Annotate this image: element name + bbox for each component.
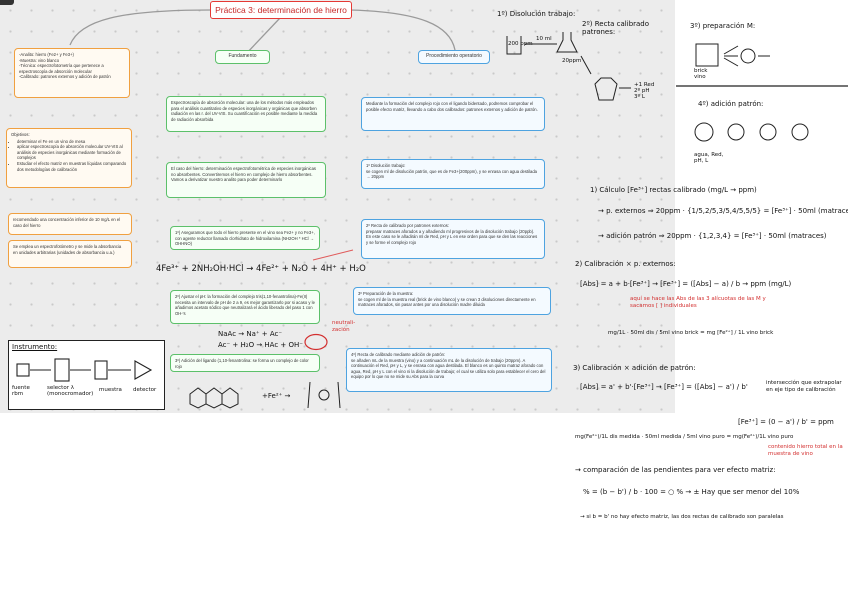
instrumento-label: Instrumento: [12, 343, 57, 351]
analito-line: -Calibrado: patrones externos y adición … [19, 74, 125, 80]
analito-node: -Analito: hierro (Fe2+ y Fe3+) -Muestra:… [14, 48, 130, 98]
brick-vino-label: brick vino [694, 68, 708, 80]
recomendado-node: recomendado una concentración inferior d… [8, 213, 132, 235]
muestra-label: muestra [99, 387, 122, 393]
procedimiento-node-3: 2º Recta de calibrado por patrones exter… [361, 219, 545, 259]
standard-addition-sketch-icon [690, 112, 840, 152]
ppm-20-label: 20ppm [562, 58, 581, 64]
fuente-label: fuente rbm [12, 385, 30, 397]
phenanthroline-structure-icon [182, 378, 262, 410]
agua-red-label: agua, Red, pH, L [694, 152, 723, 164]
column-procedimiento: Procedimiento operatorio [418, 50, 490, 64]
objetivo-item: Estudiar el efecto matriz en muestras lí… [17, 161, 127, 172]
objetivos-node: Objetivos: determinar el Fe en un vino d… [6, 128, 132, 188]
iron-complex-icon [306, 378, 342, 412]
calc3-conversion: mg(Fe²⁺)/1L dis medida · 50ml medida / 5… [575, 434, 793, 440]
fundamento-node-5: 3º) Adición del ligando (1,10-fenantroli… [170, 354, 320, 372]
calc3-note-red: contenido hierro total en la muestra de … [768, 444, 846, 457]
reaction-hydrolysis: Ac⁻ + H₂O → HAc + OH⁻ [218, 341, 303, 349]
step4-label: 4º) adición patrón: [698, 100, 763, 108]
procedimiento-node-2: 1º Disolución trabajo: se cogen ml de di… [361, 159, 545, 189]
espectrofotometro-node: Se emplea un espectrofotómetro y se mide… [8, 240, 132, 268]
fundamento-node-4: 2º) Ajustar el pH: la formación del comp… [170, 290, 320, 324]
ppm-200-label: 200 ppm [508, 41, 533, 47]
reaction-reduction: 4Fe³⁺ + 2NH₂OH·HCl → 4Fe²⁺ + N₂O + 4H⁺ +… [156, 264, 366, 274]
column-fundamento: Fundamento [215, 50, 270, 64]
calc3-equation: [Abs] = a' + b'·[Fe³⁺] → [Fe³⁺] = ([Abs]… [580, 383, 748, 391]
calc2-note: aquí se hace las Abs de las 3 alícuotas … [630, 296, 770, 309]
reagents-label: +1 Red 2º pH 3º L [634, 82, 654, 100]
calc2-conversion: mg/1L · 50ml dis / 5ml vino brick = mg [… [608, 330, 773, 336]
calc3-note: intersección que extrapolar en eje tipo … [766, 380, 846, 393]
step1-label: 1º) Disolución trabajo: [497, 10, 575, 18]
step3-label: 3º) preparación M: [690, 22, 755, 30]
objetivos-title: Objetivos: [11, 132, 127, 138]
percent-line: % = (b − b') / b · 100 = ○ % → ± Hay que… [583, 488, 799, 496]
instrument-schematic-icon [13, 355, 161, 385]
neutralizacion-note: neutrali- zación [332, 320, 355, 334]
procedimiento-node-4: 3º Preparación de la muestra: se cogen m… [353, 287, 551, 315]
selector-label: selector λ (monocromador) [47, 385, 93, 397]
reaction-acetate: NaAc → Na⁺ + Ac⁻ [218, 330, 282, 338]
complex-plus-iron: +Fe²⁺ → [262, 392, 290, 400]
fundamento-node-3: 1º) Aseguramos que todo el hierro presen… [170, 226, 320, 250]
calc1-heading: 1) Cálculo [Fe³⁺] rectas calibrado (mg/L… [590, 186, 757, 194]
analito-line: -Técnica: espectrofotometría que pertene… [19, 63, 125, 74]
instrument-diagram: Instrumento: fuente rbm selector λ (mono… [8, 340, 165, 410]
calc1-adicion: → adición patrón ⇒ 20ppm · {1,2,3,4} = [… [598, 232, 827, 240]
conclusion-line: → si b = b' no hay efecto matriz, las do… [580, 514, 783, 520]
sample-prep-sketch-icon [690, 38, 840, 82]
calc1-externos: → p. externos ⇒ 20ppm · {1/5,2/5,3/5,4/5… [598, 207, 848, 215]
page-title: Práctica 3: determinación de hierro [210, 1, 352, 19]
detector-label: detector [133, 387, 156, 393]
fundamento-node-1: Espectroscopía de absorción molecular: u… [166, 96, 326, 132]
procedimiento-node-5: 4º) Recta de calibrado mediante adición … [346, 348, 552, 392]
divider-line [676, 84, 848, 88]
calc2-equation: [Abs] = a + b·[Fe³⁺] → [Fe³⁺] = ([Abs] −… [580, 280, 791, 288]
calc3-heading: 3) Calibración × adición de patrón: [573, 364, 696, 372]
compare-line: → comparación de las pendientes para ver… [575, 466, 776, 474]
volume-label: 10 ml [536, 36, 552, 42]
oh-circle-icon [304, 333, 328, 351]
calc2-heading: 2) Calibración × p. externos: [575, 260, 676, 268]
fundamento-node-2: El caso del hierro: determinación espect… [166, 162, 326, 198]
objetivo-item: aplicar espectroscopía de absorción mole… [17, 144, 127, 161]
calc3-intercept: [Fe³⁺] = (0 − a') / b' = ppm [738, 418, 834, 426]
